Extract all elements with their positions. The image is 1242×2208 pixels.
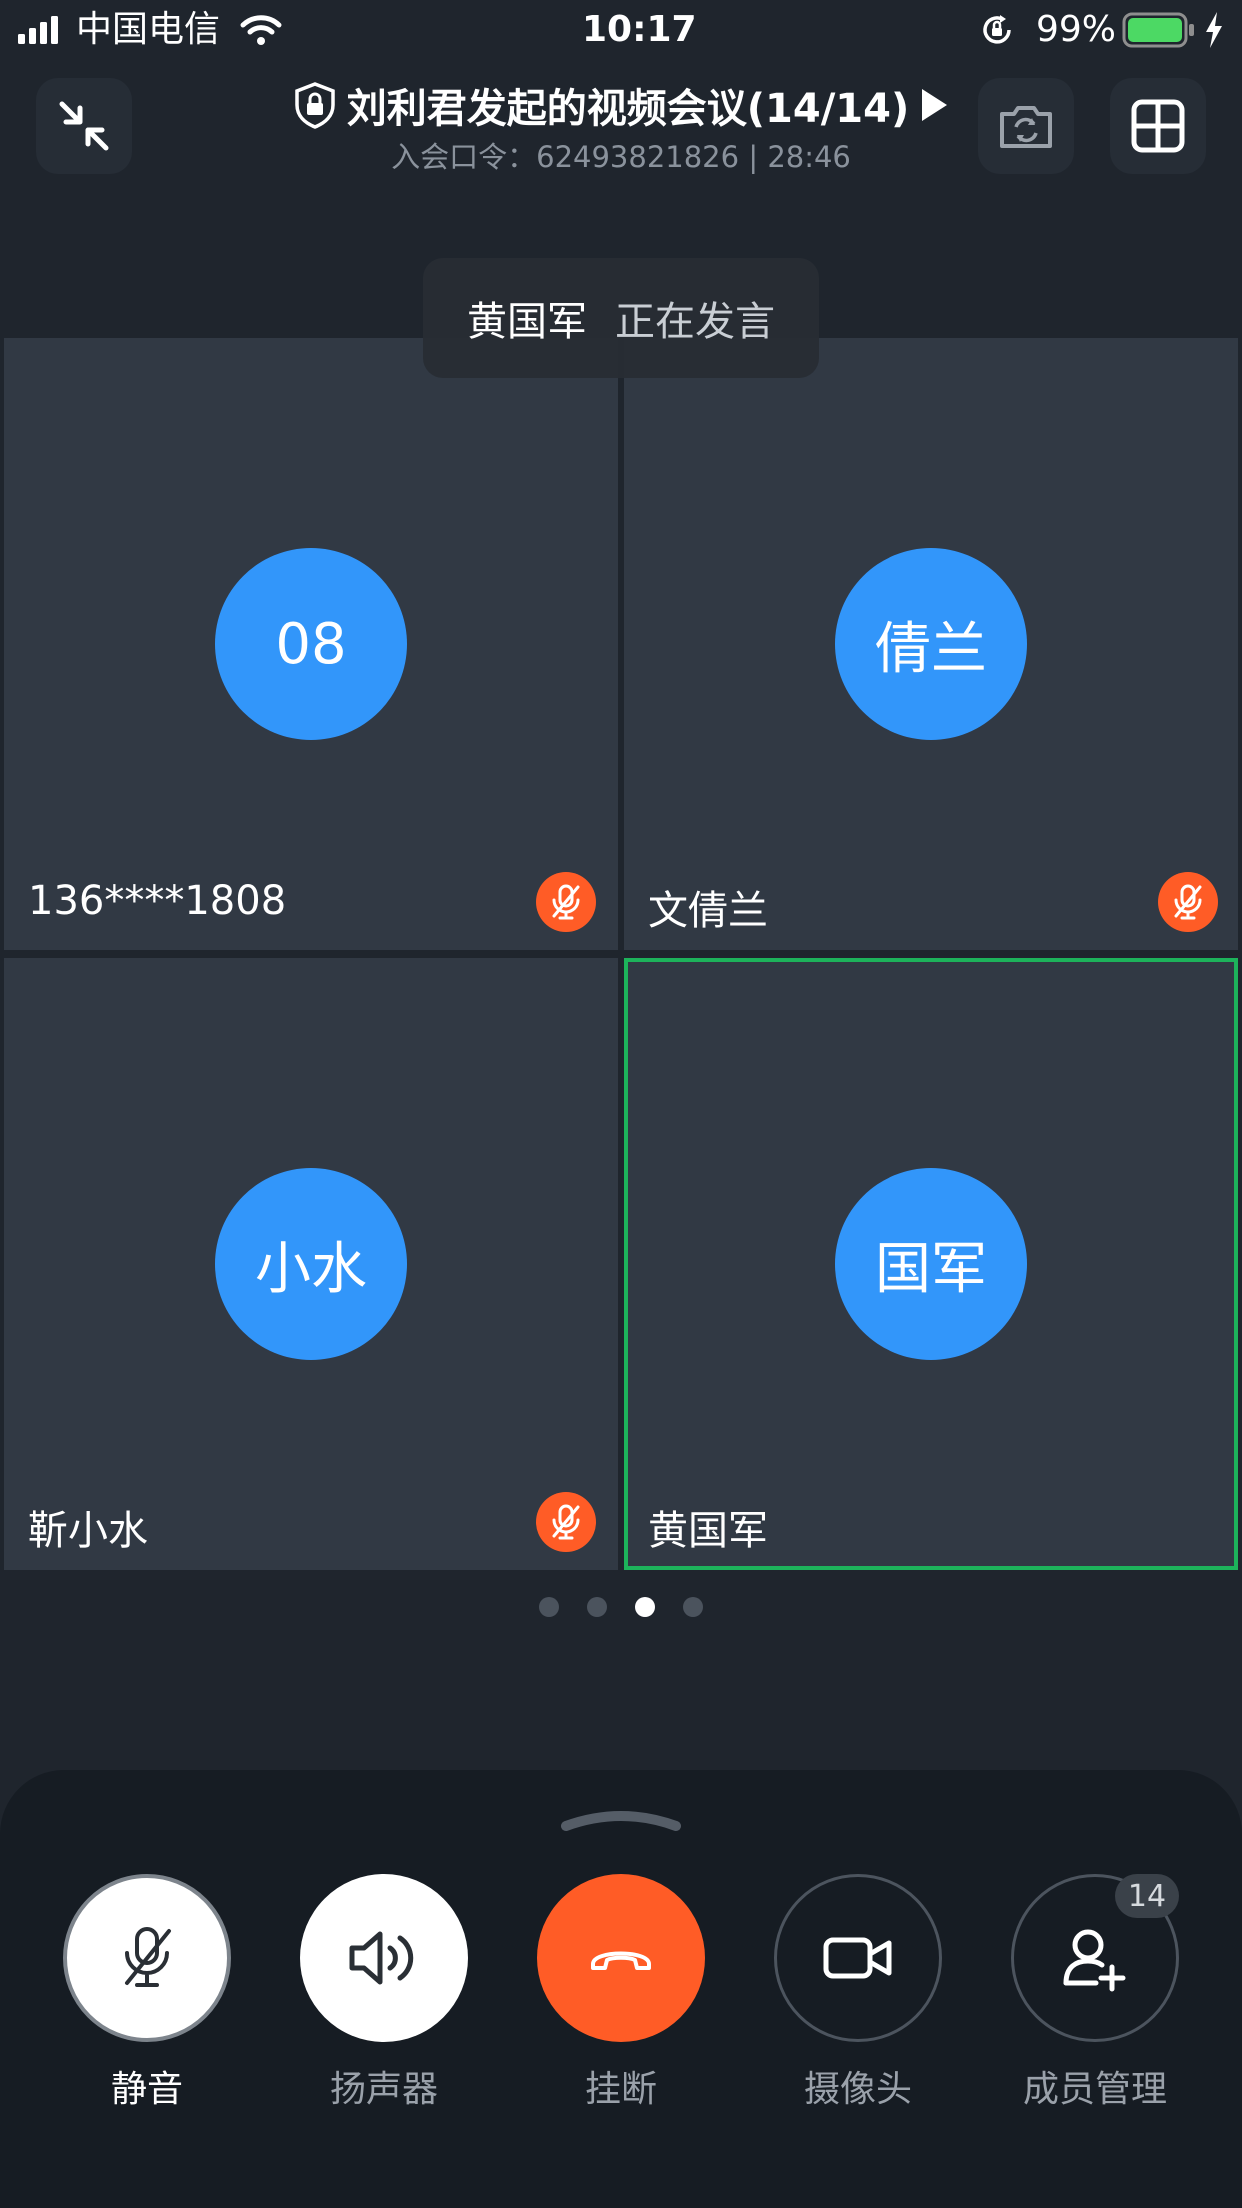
meeting-info: 入会口令：62493821826 | 28:46	[280, 134, 962, 176]
speaker-label: 扬声器	[329, 2069, 438, 2110]
avatar: 小水	[215, 1168, 407, 1360]
carrier-name: 中国电信	[76, 9, 221, 50]
participant-tile[interactable]: 08 136****1808	[4, 338, 618, 950]
mic-off-icon	[552, 884, 580, 920]
video-camera-icon	[823, 1937, 892, 1979]
muted-badge	[536, 1492, 596, 1552]
minimize-icon	[59, 101, 109, 151]
add-member-icon	[1063, 1929, 1126, 1992]
mute-label: 静音	[110, 2069, 183, 2110]
page-dot-current[interactable]	[635, 1597, 655, 1617]
camera-label: 摄像头	[803, 2069, 912, 2110]
mute-button[interactable]	[63, 1874, 231, 2042]
hangup-button[interactable]	[537, 1874, 705, 2042]
meeting-duration: 28:46	[767, 140, 851, 174]
page-dot[interactable]	[587, 1597, 607, 1617]
camera-switch-icon	[1000, 106, 1052, 148]
clock: 10:17	[582, 9, 697, 50]
mic-off-icon	[125, 1927, 171, 1987]
play-icon	[922, 89, 948, 121]
speaker-name: 黄国军	[467, 299, 587, 345]
meeting-title-text: 刘利君发起的视频会议(14/14)	[346, 86, 910, 132]
speaking-status: 正在发言	[615, 299, 775, 345]
muted-badge	[536, 872, 596, 932]
member-management-label: 成员管理	[1022, 2069, 1167, 2110]
active-speaker-tile[interactable]: 国军 黄国军	[624, 958, 1238, 1570]
participant-tile[interactable]: 倩兰 文倩兰	[624, 338, 1238, 950]
charging-icon	[1206, 12, 1222, 48]
camera-button[interactable]	[774, 1874, 942, 2042]
status-bar: 中国电信 10:17 99%	[0, 0, 1242, 60]
phone-hangup-icon	[591, 1951, 651, 1970]
orientation-lock-icon	[983, 15, 1011, 44]
wifi-icon	[240, 15, 282, 45]
grid-layout-icon	[1131, 99, 1185, 153]
battery-icon	[1122, 12, 1194, 48]
meeting-code-label: 入会口令：	[391, 140, 537, 174]
separator: |	[748, 140, 759, 174]
mic-off-icon	[1174, 884, 1202, 920]
participant-name: 文倩兰	[648, 888, 768, 934]
speaker-icon	[349, 1931, 414, 1985]
switch-camera-button[interactable]	[978, 78, 1074, 174]
meeting-code: 62493821826	[536, 140, 740, 174]
hangup-label: 挂断	[584, 2069, 657, 2110]
participant-name: 136****1808	[28, 878, 287, 924]
member-count-badge: 14	[1115, 1874, 1179, 1918]
speaker-button[interactable]	[300, 1874, 468, 2042]
speaking-toast: 黄国军 正在发言	[423, 258, 819, 378]
chevron-up-icon[interactable]	[560, 1808, 682, 1832]
participant-name: 靳小水	[28, 1508, 148, 1554]
mic-off-icon	[552, 1504, 580, 1540]
battery-percent: 99%	[1036, 9, 1117, 50]
avatar: 倩兰	[835, 548, 1027, 740]
page-indicator[interactable]	[0, 1590, 1242, 1624]
avatar: 国军	[835, 1168, 1027, 1360]
shield-lock-icon	[295, 82, 335, 129]
participant-name: 黄国军	[648, 1508, 768, 1554]
muted-badge	[1158, 872, 1218, 932]
member-management-button[interactable]	[1011, 1874, 1179, 2042]
participant-tile[interactable]: 小水 靳小水	[4, 958, 618, 1570]
minimize-button[interactable]	[36, 78, 132, 174]
page-dot[interactable]	[539, 1597, 559, 1617]
avatar: 08	[215, 548, 407, 740]
meeting-title[interactable]: 刘利君发起的视频会议(14/14)	[280, 78, 962, 132]
grid-layout-button[interactable]	[1110, 78, 1206, 174]
page-dot[interactable]	[683, 1597, 703, 1617]
cellular-signal-icon	[18, 16, 58, 44]
